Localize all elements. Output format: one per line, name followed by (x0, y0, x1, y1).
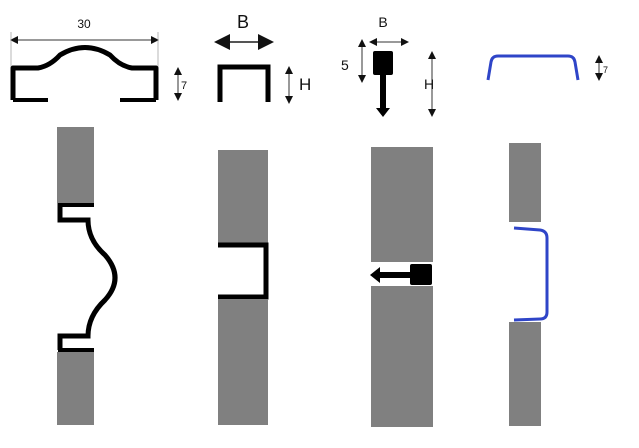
installed-u-profile (218, 150, 269, 425)
width-label: B (378, 14, 387, 30)
clip-profile-drawing: 7 (486, 54, 608, 81)
t-profile-drawing: B 5 H (341, 14, 436, 117)
width-label: 30 (77, 17, 91, 31)
u-profile-drawing: B H (214, 12, 311, 104)
height-label: H (424, 76, 434, 92)
height-label: 7 (603, 65, 608, 75)
installed-arched-profile (57, 127, 118, 425)
head-label: 5 (341, 57, 349, 73)
arched-profile-drawing: 30 7 (10, 17, 187, 102)
width-label: B (237, 12, 249, 32)
installed-t-profile (370, 147, 433, 427)
installed-clip-profile (509, 143, 549, 426)
height-label: 7 (181, 80, 187, 92)
height-label: H (299, 75, 311, 94)
